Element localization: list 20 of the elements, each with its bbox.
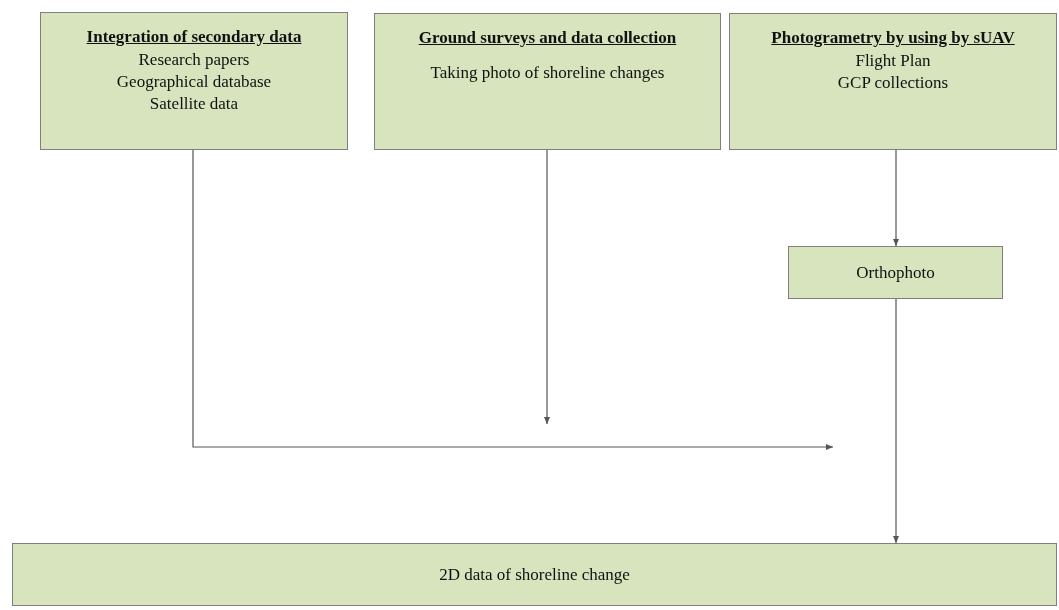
arrow bbox=[893, 298, 899, 544]
process-box bbox=[788, 246, 1003, 299]
arrow bbox=[893, 149, 899, 247]
process-box bbox=[374, 13, 721, 150]
box-heading: Photogrametry by using by sUAV bbox=[771, 28, 1015, 48]
box-heading: Integration of secondary data bbox=[86, 27, 302, 47]
box-heading: Ground surveys and data collection bbox=[418, 28, 677, 48]
box-text: 2D data of shoreline change bbox=[439, 563, 630, 586]
process-box bbox=[40, 12, 348, 150]
process-box bbox=[729, 13, 1057, 150]
box-text: Taking photo of shoreline changes bbox=[430, 62, 665, 84]
process-box bbox=[12, 543, 1057, 606]
box-text: Satellite data bbox=[149, 93, 239, 115]
box-text: Flight Plan bbox=[855, 50, 931, 72]
arrow bbox=[192, 149, 834, 450]
box-text: Geographical database bbox=[116, 71, 272, 93]
box-text: Research papers bbox=[138, 49, 250, 71]
box-text: Orthophoto bbox=[856, 261, 935, 284]
box-text: GCP collections bbox=[837, 72, 949, 94]
arrow bbox=[544, 149, 550, 425]
